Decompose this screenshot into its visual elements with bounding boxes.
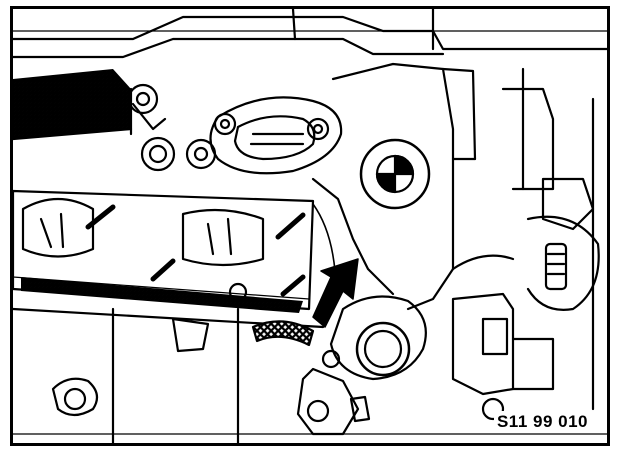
cast-texture-upper: [13, 69, 133, 141]
tensioner-pulley: [251, 295, 427, 436]
engine-line-drawing: [13, 9, 607, 443]
engine-block-lower: [13, 307, 607, 443]
intake-port-plate: [13, 189, 315, 313]
sensor-housing: [127, 83, 217, 172]
illustration-frame: S11 99 010: [10, 6, 610, 446]
figure-code-label: S11 99 010: [493, 411, 591, 433]
camshaft-flange: [209, 96, 343, 175]
upper-head-outline: [13, 9, 607, 59]
timing-housing: [311, 62, 477, 311]
right-side-components: [451, 67, 600, 421]
pointer-arrow-icon: [312, 203, 359, 328]
bmw-roundel-icon: [359, 138, 431, 210]
